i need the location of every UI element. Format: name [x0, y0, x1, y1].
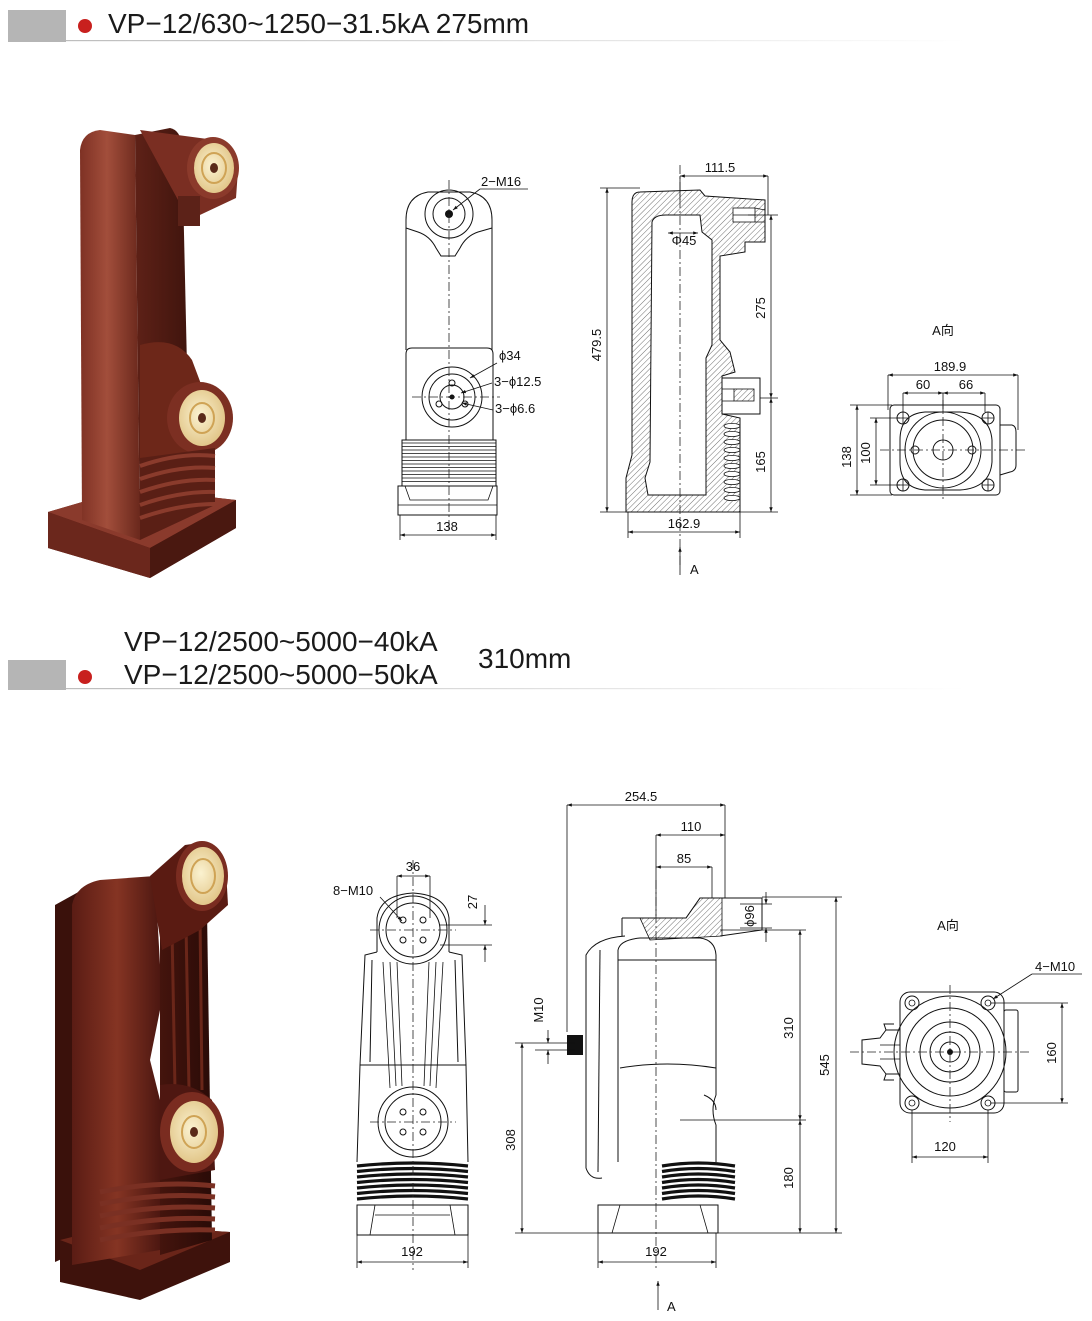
section-header-2: VP−12/2500~5000−40kA VP−12/2500~5000−50k… [8, 626, 966, 690]
dimension-thread: M10 [515, 997, 575, 1064]
dim-label: 192 [401, 1244, 423, 1259]
dimension-offset: 27 [440, 895, 492, 962]
side-view-2: 254.5 110 85 ϕ96 M10 310 [503, 789, 842, 1314]
dim-label: 545 [817, 1054, 832, 1076]
dimension-height: 545 [515, 896, 842, 1234]
dim-label: 100 [858, 442, 873, 464]
dimension-depth: 138 [839, 404, 892, 496]
bullet-dot-icon [78, 670, 92, 684]
section-header-1: VP−12/630~1250−31.5kA 275mm [8, 8, 966, 42]
dim-label: 138 [839, 446, 854, 468]
dimension-width: 189.9 [887, 359, 1019, 430]
callout-label: ϕ34 [499, 348, 521, 363]
dimension-width: 192 [356, 1235, 469, 1268]
view-arrow-label: A [690, 562, 699, 577]
dimension-width: 138 [399, 515, 497, 540]
view-a-2: A向 4−M10 160 120 [850, 918, 1082, 1163]
dim-label: 308 [503, 1129, 518, 1151]
front-view-2: 36 8−M10 27 192 [333, 859, 492, 1270]
dimension-overall-depth: 254.5 [566, 789, 726, 1032]
dim-label: 189.9 [934, 359, 967, 374]
dimension-lower: 165 [753, 398, 773, 512]
view-title: A向 [937, 918, 959, 933]
dim-label: 111.5 [705, 160, 736, 175]
callout-thread: 8−M10 [333, 883, 403, 922]
dimension-upper: 310 [680, 929, 806, 1121]
model-size: 310mm [478, 643, 571, 674]
dimension-lower: 180 [781, 1120, 802, 1233]
callout-thread: 4−M10 [992, 959, 1082, 1000]
dim-label: 310 [781, 1017, 796, 1039]
dim-label: 479.5 [589, 329, 604, 362]
dimension-lower-left: 308 [503, 1043, 524, 1233]
dimension-pitch-v: 160 [990, 1002, 1068, 1104]
front-view-1: 138 2−M16 ϕ34 3−ϕ12.5 3−ϕ6.6 [397, 174, 541, 540]
dim-label: 160 [1044, 1042, 1059, 1064]
header-underline [66, 688, 966, 690]
bullet-dot-icon [78, 19, 92, 33]
dim-label: 27 [465, 895, 480, 909]
callout-thread: 2−M16 [452, 174, 528, 211]
dimension-inner-depth: 100 [858, 417, 900, 486]
dimension-depth-85: 85 [656, 851, 713, 898]
view-arrow-a: A [678, 547, 699, 577]
dimension-pitch: 36 [396, 859, 431, 918]
callout-label: 2−M16 [481, 174, 521, 189]
dim-label: 36 [406, 859, 420, 874]
callout-holes-b: 3−ϕ6.6 [461, 401, 535, 416]
dimension-pitch-h: 120 [911, 1110, 989, 1163]
header-underline [66, 40, 966, 42]
dimension-base-width: 192 [597, 1233, 717, 1268]
dim-label: 275 [753, 297, 768, 319]
callout-bore: ϕ34 [469, 348, 521, 379]
dim-label: M10 [531, 997, 546, 1022]
callout-label: 3−ϕ6.6 [495, 401, 535, 416]
dimension-right: 66 [943, 377, 985, 395]
dim-label: ϕ96 [742, 905, 757, 927]
model-title: VP−12/630~1250−31.5kA 275mm [108, 8, 529, 39]
dimension-upper: 275 [740, 214, 778, 513]
callout-label: 4−M10 [1035, 959, 1075, 974]
view-a-1: A向 189.9 60 66 138 [839, 323, 1025, 500]
dim-label: Φ45 [672, 233, 697, 248]
product-photo-1 [48, 128, 239, 578]
dim-label: 120 [934, 1139, 956, 1154]
model-title-1: VP−12/2500~5000−40kA [124, 626, 438, 657]
dim-label: 180 [781, 1167, 796, 1189]
dim-label: 192 [645, 1244, 667, 1259]
dimension-depth-110: 110 [655, 819, 725, 916]
view-arrow-label: A [667, 1299, 676, 1314]
model-title-2: VP−12/2500~5000−50kA [124, 659, 438, 690]
callout-label: 3−ϕ12.5 [494, 374, 541, 389]
section-view-1: 111.5 Φ45 479.5 275 165 162.9 A [589, 160, 778, 577]
dim-label: 85 [677, 851, 691, 866]
dimension-left: 60 [902, 377, 986, 412]
dim-label: 254.5 [625, 789, 658, 804]
view-arrow-a: A [656, 1281, 676, 1314]
dim-label: 162.9 [668, 516, 701, 531]
callout-label: 8−M10 [333, 883, 373, 898]
dim-label: 66 [959, 377, 973, 392]
dimension-offset: 111.5 [679, 160, 769, 215]
header-bar [8, 660, 66, 690]
product-photo-2 [55, 841, 230, 1300]
dimension-base-width: 162.9 [627, 512, 741, 538]
dim-label: 138 [436, 519, 458, 534]
dimension-bore: Φ45 [668, 231, 698, 248]
dim-label: 60 [916, 377, 930, 392]
callout-holes-a: 3−ϕ12.5 [460, 374, 541, 394]
dim-label: 110 [681, 819, 702, 834]
view-title: A向 [932, 323, 954, 338]
header-bar [8, 10, 66, 42]
dimension-bore: ϕ96 [740, 892, 772, 942]
dim-label: 165 [753, 451, 768, 473]
dimension-height: 479.5 [589, 187, 640, 513]
